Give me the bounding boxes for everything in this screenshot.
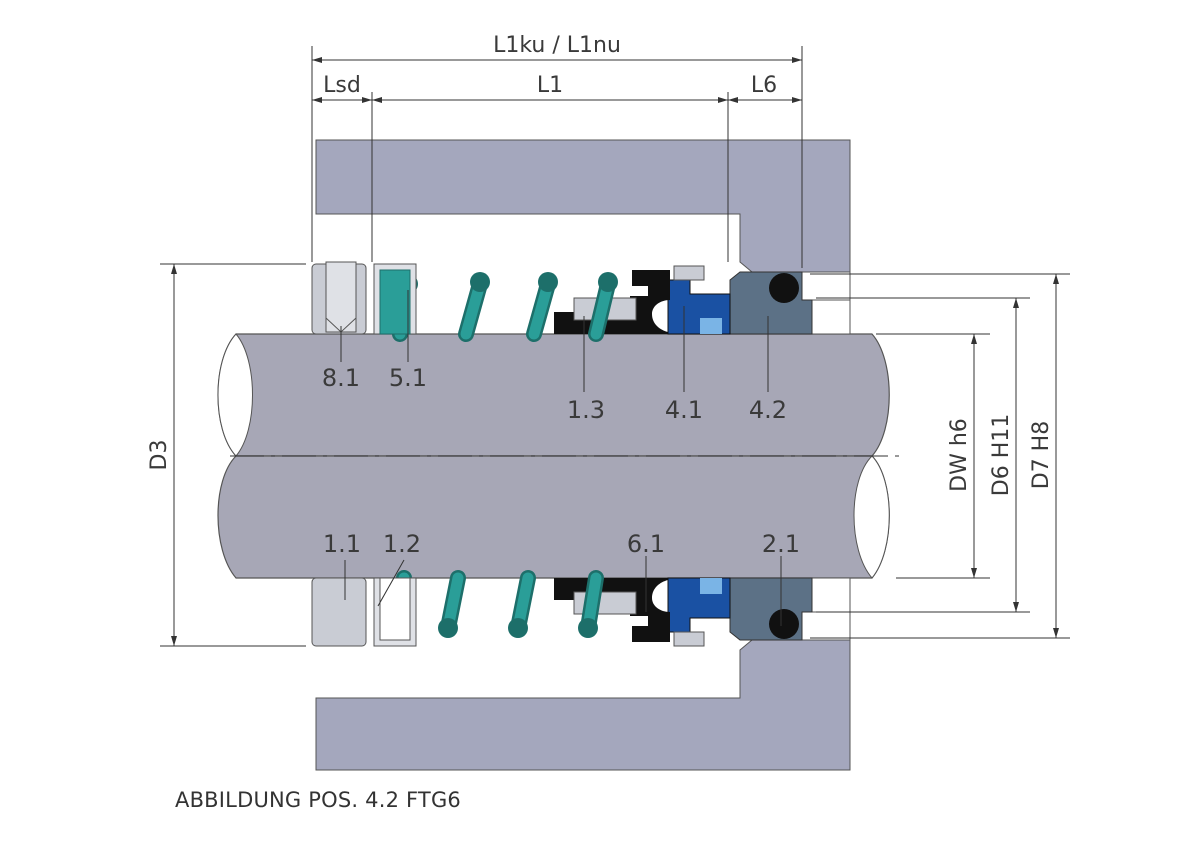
collar — [311, 261, 417, 647]
stationary-seat — [729, 271, 851, 641]
pos-4-1: 4.1 — [665, 396, 703, 424]
pos-4-2: 4.2 — [749, 396, 787, 424]
dim-d7: D7 H8 — [1029, 421, 1054, 489]
dim-l6: L6 — [751, 73, 777, 98]
figure-caption: ABBILDUNG POS. 4.2 FTG6 — [175, 788, 461, 812]
dim-d6: D6 H11 — [989, 414, 1014, 496]
o-ring-top — [769, 273, 799, 303]
leader-lines — [340, 290, 782, 626]
o-ring-bottom — [769, 609, 799, 639]
dimension-lines — [160, 46, 1070, 647]
pos-2-1: 2.1 — [762, 530, 800, 558]
pos-1-2: 1.2 — [383, 530, 421, 558]
dim-total-length: L1ku / L1nu — [493, 33, 621, 58]
dim-l1: L1 — [537, 73, 563, 98]
pos-1-3: 1.3 — [567, 396, 605, 424]
shaft — [217, 333, 900, 579]
seal-face — [667, 279, 731, 633]
dim-d3: D3 — [147, 440, 172, 471]
pos-6-1: 6.1 — [627, 530, 665, 558]
dim-dw: DW h6 — [947, 418, 972, 492]
pos-5-1: 5.1 — [389, 364, 427, 392]
dim-lsd: Lsd — [323, 73, 361, 98]
pos-1-1: 1.1 — [323, 530, 361, 558]
pos-8-1: 8.1 — [322, 364, 360, 392]
